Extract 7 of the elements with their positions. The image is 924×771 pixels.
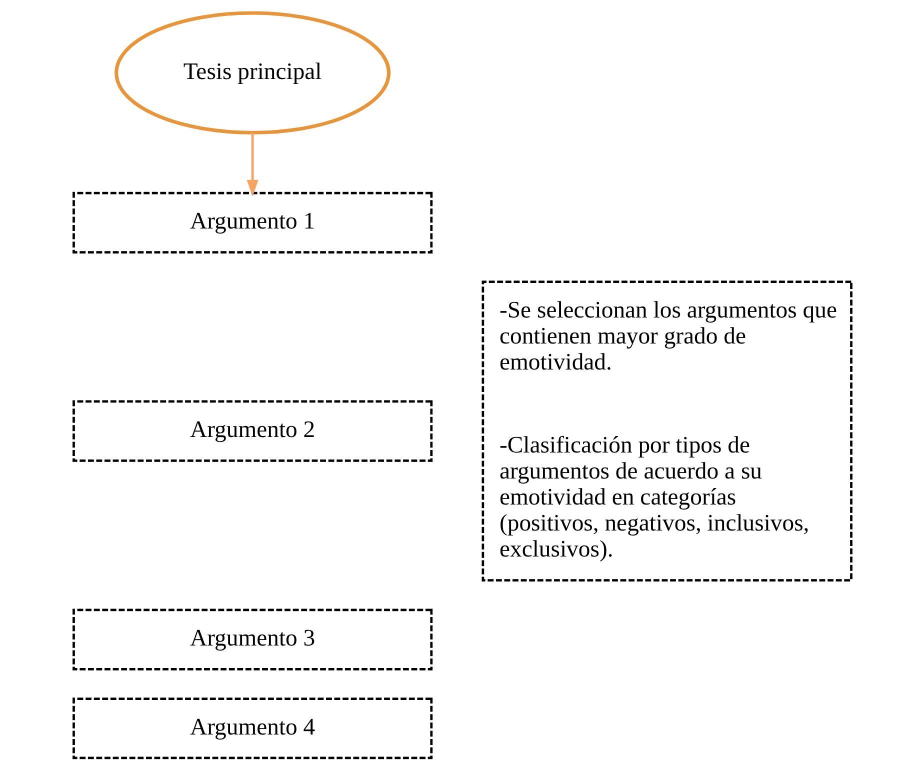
arrow — [246, 132, 258, 196]
node-box: Argumento 4 — [72, 698, 432, 760]
node-ellipse: Tesis principal — [114, 11, 390, 134]
node-box: Argumento 3 — [72, 608, 432, 670]
node-box: Argumento 1 — [72, 192, 432, 254]
node-box: Argumento 2 — [72, 400, 432, 462]
node-box: -Se seleccionan los argumentos que contienen mayor grado de emotividad. -Clasificación por tipos de argumentos de acuerdo a su emotividad en categorías (positivos, negativos, inclusivos, exclusivos). — [481, 280, 852, 582]
